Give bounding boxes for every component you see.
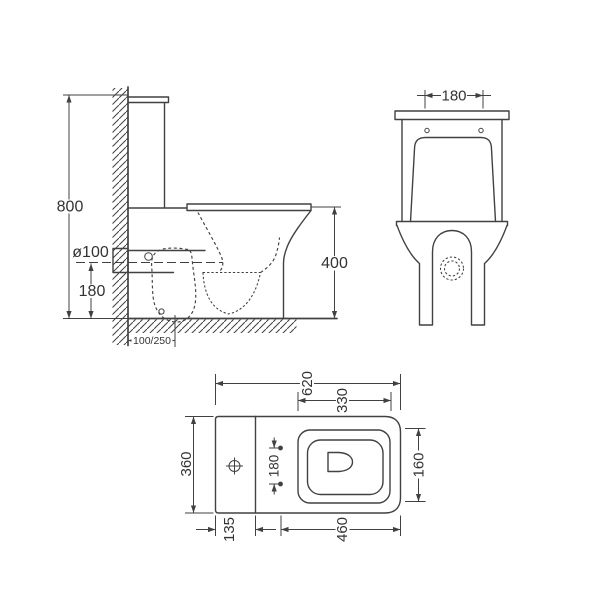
label-seat-width: 160 xyxy=(410,452,427,477)
tank-lid-rear xyxy=(394,110,510,121)
bowl-back-edge xyxy=(282,209,312,320)
base-fixing-hole xyxy=(158,308,165,315)
tank-panel-rear xyxy=(409,136,497,223)
dim-tank-hole-spacing: 180 xyxy=(417,87,491,109)
seat-lid-side xyxy=(186,203,312,212)
label-outlet-diameter: ø100 xyxy=(72,244,109,261)
side-view: 800 ø100 180 400 100/250 xyxy=(54,86,351,347)
label-overall-width: 360 xyxy=(178,451,195,476)
trapway-dashed xyxy=(151,247,197,323)
dim-seat-length: 330 xyxy=(297,386,392,415)
tank-body-rear xyxy=(401,118,503,223)
plan-water-spot xyxy=(327,451,354,473)
drain-circle-dotted xyxy=(439,256,465,281)
plan-seat-outer xyxy=(297,429,391,504)
label-tank-hole-spacing: 180 xyxy=(441,87,466,104)
label-outlet-height: 180 xyxy=(79,283,106,300)
label-outlet-distance: 100/250 xyxy=(133,335,171,347)
plan-hinge-holes xyxy=(278,445,283,487)
label-hinge-spacing: 180 xyxy=(266,455,281,478)
sump-riser-dashed xyxy=(260,237,281,273)
outlet-pipe xyxy=(112,247,206,274)
wall-hatch xyxy=(112,88,128,345)
label-bowl-height: 400 xyxy=(321,255,348,272)
sump-water xyxy=(202,271,262,315)
label-overall-height: 800 xyxy=(57,198,84,215)
dim-outlet-diameter: ø100 xyxy=(72,244,109,261)
dim-overall-width: 360 xyxy=(178,416,214,514)
label-tank-depth: 135 xyxy=(221,517,238,542)
floor-hatch xyxy=(128,319,297,333)
dim-overall-height: 800 xyxy=(54,94,128,319)
rear-view: 180 xyxy=(394,87,510,326)
cistern-side xyxy=(127,96,188,209)
label-bowl-length: 460 xyxy=(334,517,351,542)
tank-shoulder xyxy=(395,220,509,227)
plan-seat-opening xyxy=(306,439,384,496)
dim-outlet-distance: 100/250 xyxy=(127,315,176,347)
dim-overall-length: 620 xyxy=(215,369,401,410)
dim-bowl-length: 460 xyxy=(280,515,401,544)
dim-bowl-height: 400 xyxy=(311,206,351,319)
plan-body xyxy=(214,415,402,514)
dim-outlet-height: 180 xyxy=(78,263,106,319)
dim-hinge-spacing: 180 xyxy=(266,437,281,495)
tank-fixing-holes xyxy=(424,127,484,134)
label-seat-length: 330 xyxy=(334,388,351,413)
dim-seat-width: 160 xyxy=(405,428,427,502)
pedestal-rear xyxy=(396,224,508,326)
dim-tank-depth: 135 xyxy=(196,515,276,542)
label-overall-length: 620 xyxy=(299,371,316,396)
plan-button-crosshair xyxy=(226,457,243,475)
plan-view: 620 330 360 135 460 xyxy=(178,369,427,544)
